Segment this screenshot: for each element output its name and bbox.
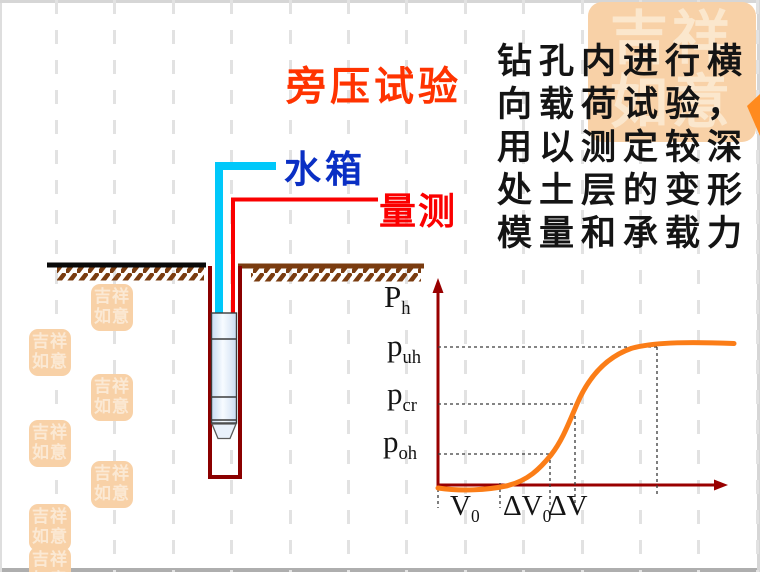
seal-text: 吉祥如意	[32, 332, 68, 371]
background-dashed-line	[639, 0, 642, 572]
probe-tip	[211, 423, 237, 440]
description-line: 向载荷试验，	[497, 85, 750, 124]
measurement-line	[231, 197, 378, 316]
label-main: ΔV	[548, 490, 588, 522]
seal-text: 吉祥如意	[32, 423, 68, 462]
seal-text: 吉祥如意	[32, 507, 68, 546]
x-tick-label-v0: V0	[450, 491, 480, 532]
seal-accent-triangle	[747, 94, 760, 136]
ground-surface-left	[47, 262, 206, 281]
seal-text: 吉祥如意	[94, 377, 130, 416]
measurement-label: 量测	[379, 192, 457, 233]
pressuremeter-probe	[210, 312, 238, 440]
water-pipe	[215, 162, 276, 316]
pressure-volume-curve	[435, 340, 737, 493]
seal-text: 吉祥如意	[94, 464, 130, 503]
x-tick-label-dv0: ΔV0	[503, 491, 551, 532]
label-sub: 0	[542, 505, 552, 526]
y-tick-label-pcr: pcr	[387, 378, 417, 421]
label-sub: 0	[470, 505, 480, 526]
seal-stamp: 吉祥如意	[29, 504, 71, 551]
background-dashed-line	[697, 0, 701, 572]
background-dashed-line	[55, 0, 58, 572]
seal-stamp: 吉祥如意	[91, 284, 133, 331]
slide-title: 旁压试验	[286, 64, 462, 109]
description-line: 模量和承载力	[497, 214, 750, 253]
description-line: 用以测定较深	[497, 128, 750, 167]
background-dashed-line	[171, 0, 175, 572]
x-tick-label-dv: ΔV	[548, 491, 588, 532]
description-line: 钻孔内进行横	[497, 42, 750, 81]
background-dashed-line	[755, 0, 759, 572]
label-main: p	[383, 424, 399, 459]
y-tick-label-poh: poh	[383, 426, 417, 469]
background-dashed-line	[347, 0, 350, 572]
seal-stamp-large: 吉祥如意	[588, 2, 756, 142]
seal-stamp: 吉祥如意	[29, 420, 71, 467]
label-main: ΔV	[503, 490, 543, 522]
background-dashed-line	[580, 0, 584, 572]
seal-text: 吉祥如意	[94, 287, 130, 326]
seal-stamp: 吉祥如意	[29, 329, 71, 376]
seal-stamp: 吉祥如意	[29, 547, 71, 572]
label-main: P	[384, 279, 402, 314]
seal-text: 吉祥如意	[32, 550, 68, 572]
seal-stamp: 吉祥如意	[91, 374, 133, 421]
ground-surface-right	[238, 263, 424, 282]
description-line: 处土层的变形	[497, 171, 750, 210]
background-dashed-line	[463, 0, 467, 572]
description-text: 钻孔内进行横 向载荷试验， 用以测定较深 处土层的变形 模量和承载力	[497, 40, 749, 255]
chart-y-axis	[432, 278, 444, 486]
y-axis-title: Ph	[384, 281, 411, 324]
label-main: p	[387, 376, 403, 411]
label-main: V	[450, 490, 471, 522]
background-dashed-line	[405, 0, 409, 572]
label-sub: h	[401, 298, 411, 320]
label-main: p	[387, 328, 403, 363]
seal-stamp: 吉祥如意	[91, 461, 133, 508]
chart-guide-lines	[437, 346, 658, 508]
chart-x-axis	[436, 479, 728, 491]
label-sub: cr	[402, 395, 417, 417]
borehole-outline	[208, 266, 242, 479]
water-tank-label: 水箱	[284, 150, 366, 191]
label-sub: oh	[398, 443, 418, 465]
background-dashed-line	[288, 0, 292, 572]
label-sub: uh	[402, 347, 422, 369]
background-dashed-line	[522, 0, 526, 572]
y-tick-label-puh: puh	[387, 330, 421, 373]
seal-text: 吉祥如意	[609, 6, 734, 135]
